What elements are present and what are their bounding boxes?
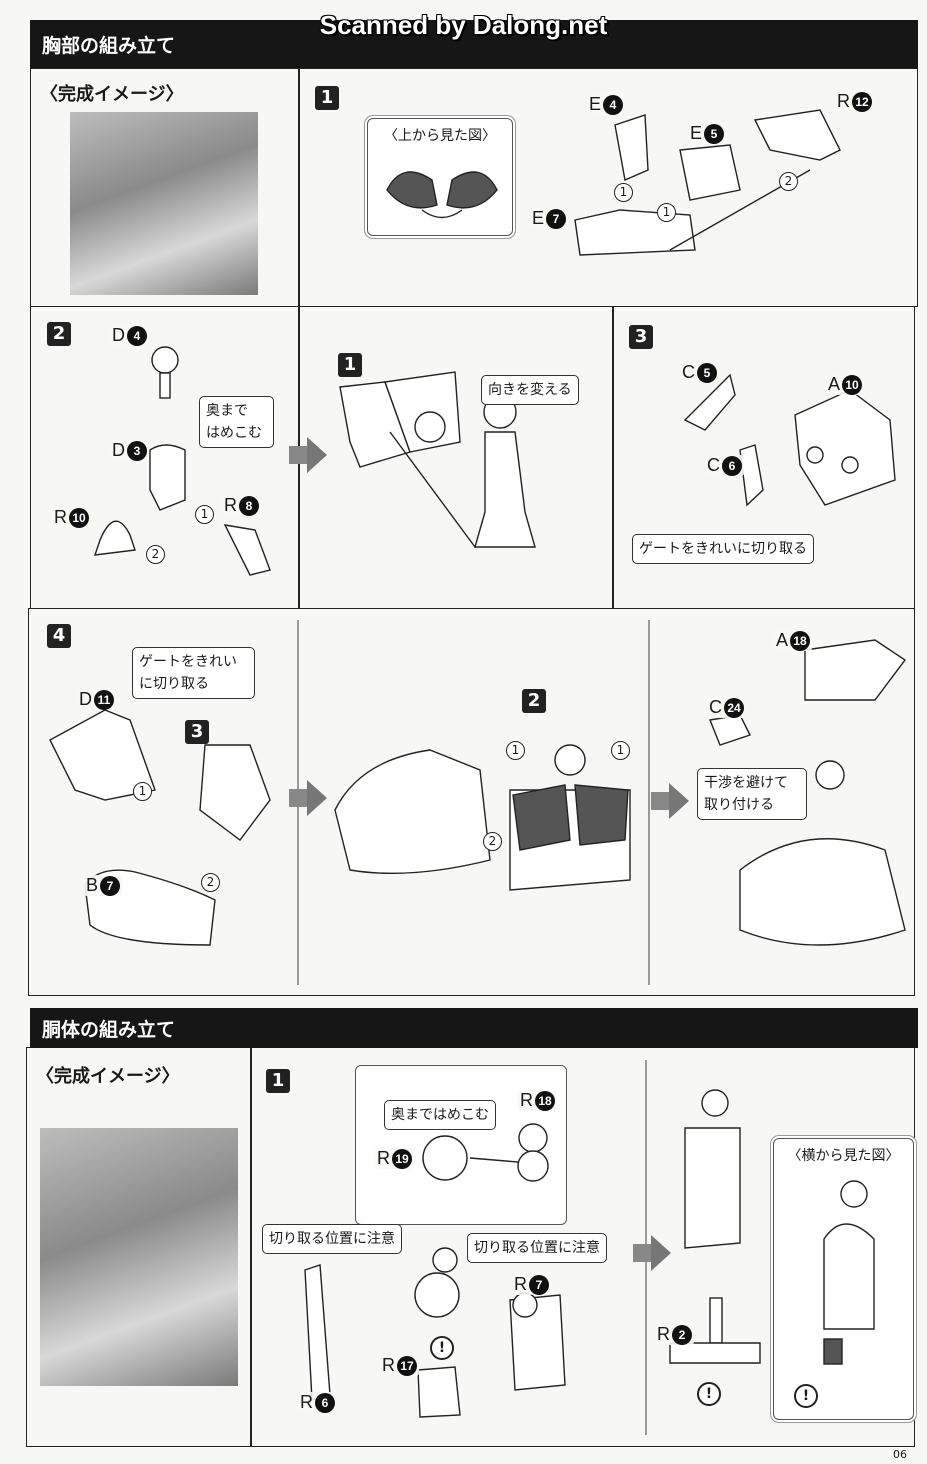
order-marker: 1 — [133, 782, 152, 801]
step-number: 3 — [629, 325, 653, 349]
step-number: 3 — [185, 720, 209, 744]
instruction-callout: 切り取る位置に注意 — [262, 1224, 402, 1254]
section-title: 胴体の組み立て — [42, 1018, 176, 1041]
part-drawing — [386, 171, 498, 219]
scan-watermark: Scanned by Dalong.net — [319, 10, 608, 40]
next-arrow-icon — [289, 437, 327, 473]
part-drawing — [669, 1089, 761, 1364]
part-drawing — [334, 744, 631, 891]
warning-icon: ! — [697, 1382, 721, 1406]
order-marker: 2 — [146, 545, 165, 564]
order-marker: 1 — [506, 741, 525, 760]
order-marker: 2 — [483, 832, 502, 851]
order-marker: 1 — [195, 505, 214, 524]
instruction-callout: 向きを変える — [481, 375, 579, 405]
section-title: 胸部の組み立て — [42, 34, 176, 57]
warning-icon: ! — [794, 1384, 818, 1408]
page-number: 06 — [893, 1448, 907, 1461]
order-marker: 1 — [611, 741, 630, 760]
order-marker: 2 — [201, 873, 220, 892]
finished-image-label: 〈完成イメージ〉 — [40, 84, 184, 105]
chest-row3-frame — [28, 608, 915, 996]
part-drawing — [823, 1180, 875, 1365]
part-drawing — [304, 1247, 566, 1418]
next-arrow-icon — [651, 783, 689, 819]
divider — [648, 620, 650, 985]
instruction-callout: 干渉を避けて取り付ける — [697, 768, 807, 820]
finished-image-label: 〈完成イメージ〉 — [36, 1066, 180, 1087]
divider — [298, 68, 300, 307]
part-drawing — [422, 1123, 549, 1182]
step-number: 1 — [315, 86, 339, 110]
next-arrow-icon — [289, 780, 327, 816]
step-number: 1 — [266, 1069, 290, 1093]
divider — [250, 1047, 252, 1447]
step-number: 2 — [522, 689, 546, 713]
part-drawing — [339, 371, 536, 548]
warning-icon: ! — [430, 1336, 454, 1360]
inset-caption: 〈上から見た図〉 — [384, 128, 496, 144]
instruction-callout: ゲートをきれいに切り取る — [132, 647, 255, 699]
step-number: 2 — [47, 322, 71, 346]
part-drawing — [683, 373, 896, 507]
section-header-chest: 胸部の組み立て — [30, 20, 918, 68]
order-marker: 1 — [657, 203, 676, 222]
order-marker: 2 — [779, 172, 798, 191]
order-marker: 1 — [614, 183, 633, 202]
instruction-callout: 切り取る位置に注意 — [467, 1233, 607, 1263]
divider — [612, 306, 614, 609]
part-drawing — [49, 709, 271, 946]
section-header-torso: 胴体の組み立て — [30, 1008, 918, 1048]
instruction-callout: 奥まではめこむ — [199, 396, 274, 448]
instruction-callout: 奥まではめこむ — [384, 1100, 496, 1130]
part-drawing — [709, 639, 907, 946]
instruction-callout: ゲートをきれいに切り取る — [632, 534, 814, 564]
step-number: 4 — [47, 624, 71, 648]
inset-caption: 〈横から見た図〉 — [787, 1148, 900, 1164]
finished-chest-photo — [70, 112, 258, 295]
finished-torso-photo — [40, 1128, 238, 1386]
step-number: 1 — [338, 353, 362, 377]
next-arrow-icon — [633, 1235, 671, 1271]
top-view-inset: 〈上から見た図〉 — [367, 118, 513, 236]
side-view-inset: 〈横から見た図〉 ! — [773, 1138, 914, 1420]
part-drawing — [93, 346, 271, 576]
